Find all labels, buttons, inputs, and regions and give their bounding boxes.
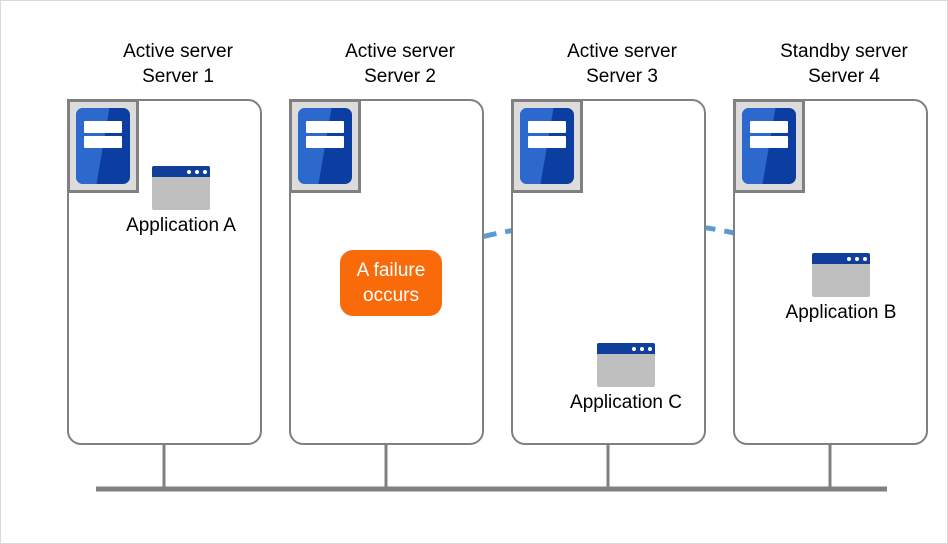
app-window-dot-3 [647, 346, 652, 351]
network-bus-icon [96, 445, 887, 492]
server-icon-bar-2 [528, 136, 566, 149]
application-c-label: Application C [570, 392, 682, 413]
app-window-icon [152, 166, 210, 210]
server-icon-body [742, 108, 796, 184]
server-icon-1 [67, 99, 139, 193]
server-name-4: Server 4 [808, 66, 880, 87]
app-window-dot-1 [631, 346, 636, 351]
app-window-titlebar [597, 343, 655, 354]
application-b-label: Application B [785, 302, 897, 323]
app-window-dot-3 [862, 256, 867, 261]
application-a[interactable]: Application A [96, 166, 266, 237]
app-window-dot-1 [186, 169, 191, 174]
server-icon-bar-1 [750, 120, 788, 133]
failure-text-line-2: occurs [363, 285, 419, 306]
app-window-titlebar [152, 166, 210, 177]
server-name-1: Server 1 [142, 66, 214, 87]
server-box-1[interactable] [67, 99, 262, 445]
app-window-icon [812, 253, 870, 297]
application-a-label: Application A [126, 215, 236, 236]
application-b[interactable]: Application B [753, 253, 929, 324]
server-icon-body [76, 108, 130, 184]
server-icon-4 [733, 99, 805, 193]
server-icon-body [520, 108, 574, 184]
app-window-icon [597, 343, 655, 387]
server-title-4: Standby server Server 4 [733, 39, 947, 89]
failure-text-line-1: A failure [356, 260, 426, 281]
app-window-dot-2 [194, 169, 199, 174]
app-window-dot-2 [854, 256, 859, 261]
server-icon-bar-2 [84, 136, 122, 149]
server-role-2: Active server [345, 41, 455, 62]
server-icon-2 [289, 99, 361, 193]
server-name-3: Server 3 [586, 66, 658, 87]
server-icon-3 [511, 99, 583, 193]
server-icon-bar-1 [306, 120, 344, 133]
server-role-1: Active server [123, 41, 233, 62]
server-icon-bar-1 [528, 120, 566, 133]
server-title-2: Active server Server 2 [289, 39, 511, 89]
server-icon-bar-1 [84, 120, 122, 133]
server-role-3: Active server [567, 41, 677, 62]
application-c[interactable]: Application C [539, 343, 713, 414]
server-title-1: Active server Server 1 [67, 39, 289, 89]
server-title-3: Active server Server 3 [511, 39, 733, 89]
server-icon-bar-2 [306, 136, 344, 149]
app-window-titlebar [812, 253, 870, 264]
app-window-dot-1 [846, 256, 851, 261]
failure-callout: A failure occurs [340, 250, 442, 316]
app-window-dot-2 [639, 346, 644, 351]
server-name-2: Server 2 [364, 66, 436, 87]
server-role-4: Standby server [780, 41, 908, 62]
server-icon-bar-2 [750, 136, 788, 149]
app-window-dot-3 [202, 169, 207, 174]
server-icon-body [298, 108, 352, 184]
